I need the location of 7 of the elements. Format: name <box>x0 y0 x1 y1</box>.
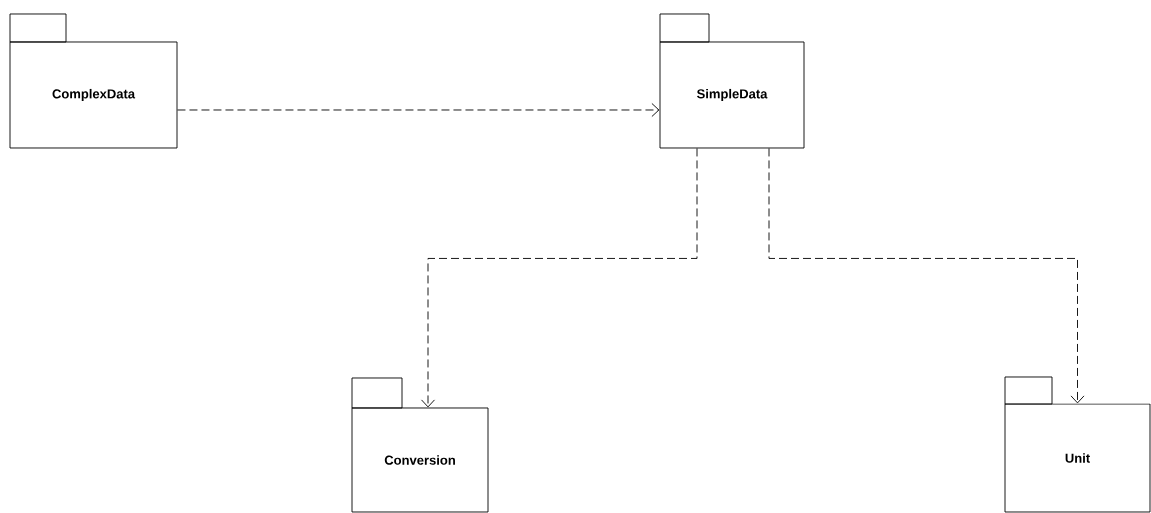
package-box: Unit <box>1004 376 1151 513</box>
dependency-arrow <box>177 103 660 117</box>
dependency-arrow <box>421 148 698 408</box>
package-box: ComplexData <box>9 13 178 149</box>
dependency-arrow <box>768 148 1085 404</box>
package-box: Conversion <box>351 377 489 513</box>
package-box: SimpleData <box>659 13 805 149</box>
